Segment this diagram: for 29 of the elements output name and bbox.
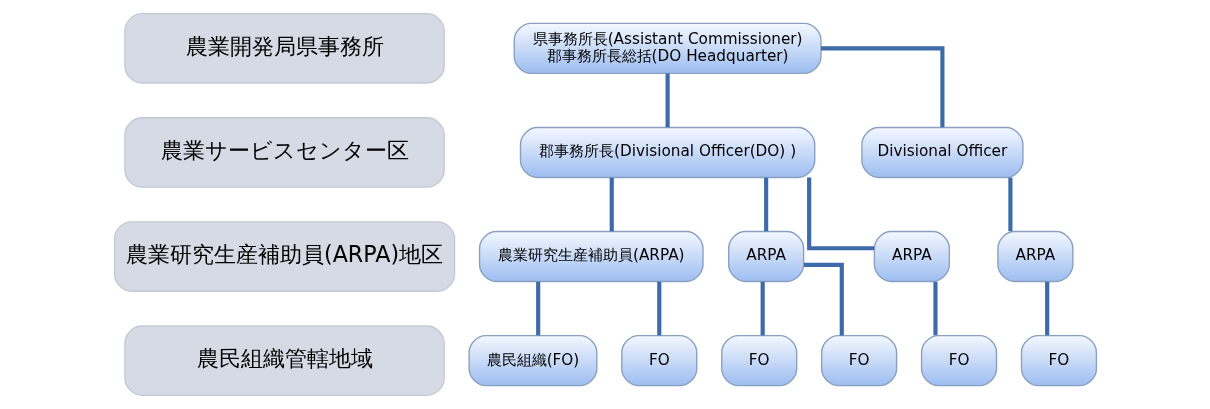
node-box: 農民組織(FO) bbox=[467, 334, 598, 387]
node-box: FO bbox=[620, 334, 697, 387]
connector bbox=[760, 281, 765, 336]
node-box: 農業開発局県事務所 bbox=[123, 12, 445, 84]
connector bbox=[609, 177, 614, 232]
connector bbox=[806, 177, 874, 251]
node-box: 農業研究生産補助員(ARPA)地区 bbox=[113, 221, 455, 292]
node-box: 郡事務所長(Divisional Officer(DO) ) bbox=[519, 126, 815, 179]
connector bbox=[763, 177, 768, 232]
connector bbox=[1007, 177, 1012, 232]
node-box: FO bbox=[720, 334, 797, 387]
connector bbox=[1044, 281, 1049, 336]
node-box: 農業研究生産補助員(ARPA) bbox=[478, 230, 704, 283]
connector bbox=[820, 46, 944, 128]
node-box: ARPA bbox=[873, 230, 950, 283]
node-box: 農民組織管轄地域 bbox=[123, 325, 445, 397]
node-box: 農業サービスセンター区 bbox=[123, 117, 445, 188]
node-box: Divisional Officer bbox=[860, 126, 1024, 179]
connector bbox=[803, 262, 844, 336]
node-box: FO bbox=[820, 334, 897, 387]
connector bbox=[656, 281, 661, 336]
node-box: FO bbox=[1020, 334, 1097, 387]
node-box: 県事務所長(Assistant Commissioner) 郡事務所長総括(DO Headquarter) bbox=[513, 22, 822, 75]
node-box: ARPA bbox=[996, 230, 1074, 283]
node-box: ARPA bbox=[727, 230, 804, 283]
connector bbox=[535, 281, 540, 336]
connector bbox=[932, 281, 938, 336]
node-box: FO bbox=[920, 334, 997, 387]
connector bbox=[665, 73, 670, 128]
